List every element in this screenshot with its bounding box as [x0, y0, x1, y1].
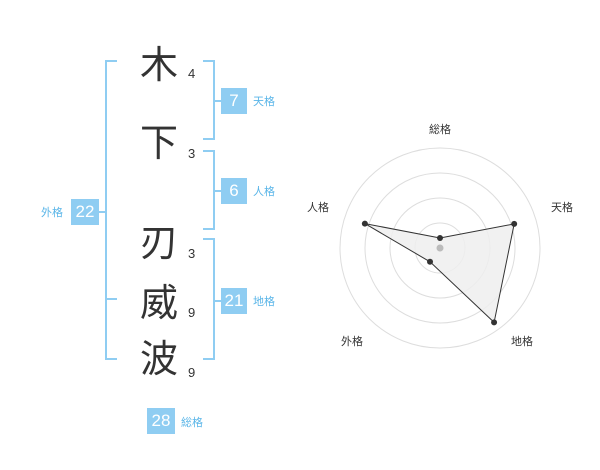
- radar-label-chikaku: 地格: [511, 335, 533, 348]
- name-char-1: 木: [139, 43, 178, 87]
- tenkaku-label: 天格: [253, 95, 275, 108]
- stroke-count-2: 3: [188, 146, 196, 161]
- stroke-count-4: 9: [188, 305, 196, 320]
- jinkaku-value: 6: [221, 178, 247, 204]
- radar-ring-4: [339, 147, 541, 349]
- soukaku-label: 総格: [181, 416, 203, 429]
- radar-point-4: [427, 258, 434, 265]
- radar-label-soukaku: 総格: [429, 123, 451, 136]
- stroke-count-1: 4: [188, 66, 196, 81]
- radar-point-2: [511, 220, 518, 227]
- radar-label-jinkaku: 人格: [307, 201, 329, 214]
- radar-center-dot: [436, 244, 444, 252]
- radar-ring-3: [364, 172, 516, 324]
- name-char-5: 波: [139, 337, 178, 381]
- gaikaku-value: 22: [71, 199, 99, 225]
- stroke-count-3: 3: [188, 246, 196, 261]
- radar-label-tenkaku: 天格: [551, 201, 573, 214]
- gaikaku-label: 外格: [41, 206, 63, 219]
- stroke-count-5: 9: [188, 365, 196, 380]
- name-char-3: 刃: [139, 221, 178, 265]
- tenkaku-value: 7: [221, 88, 247, 114]
- radar-point-3: [491, 319, 498, 326]
- chikaku-value: 21: [221, 288, 247, 314]
- radar-points: [361, 220, 518, 326]
- radar-point-1: [437, 235, 443, 241]
- name-char-2: 下: [139, 121, 178, 165]
- radar-point-5: [361, 220, 368, 227]
- chikaku-label: 地格: [253, 295, 275, 308]
- jinkaku-label: 人格: [253, 185, 275, 198]
- soukaku-value: 28: [147, 408, 175, 434]
- name-char-4: 威: [139, 281, 178, 325]
- radar-label-gaikaku: 外格: [341, 335, 363, 348]
- radar-polygon: [364, 223, 515, 324]
